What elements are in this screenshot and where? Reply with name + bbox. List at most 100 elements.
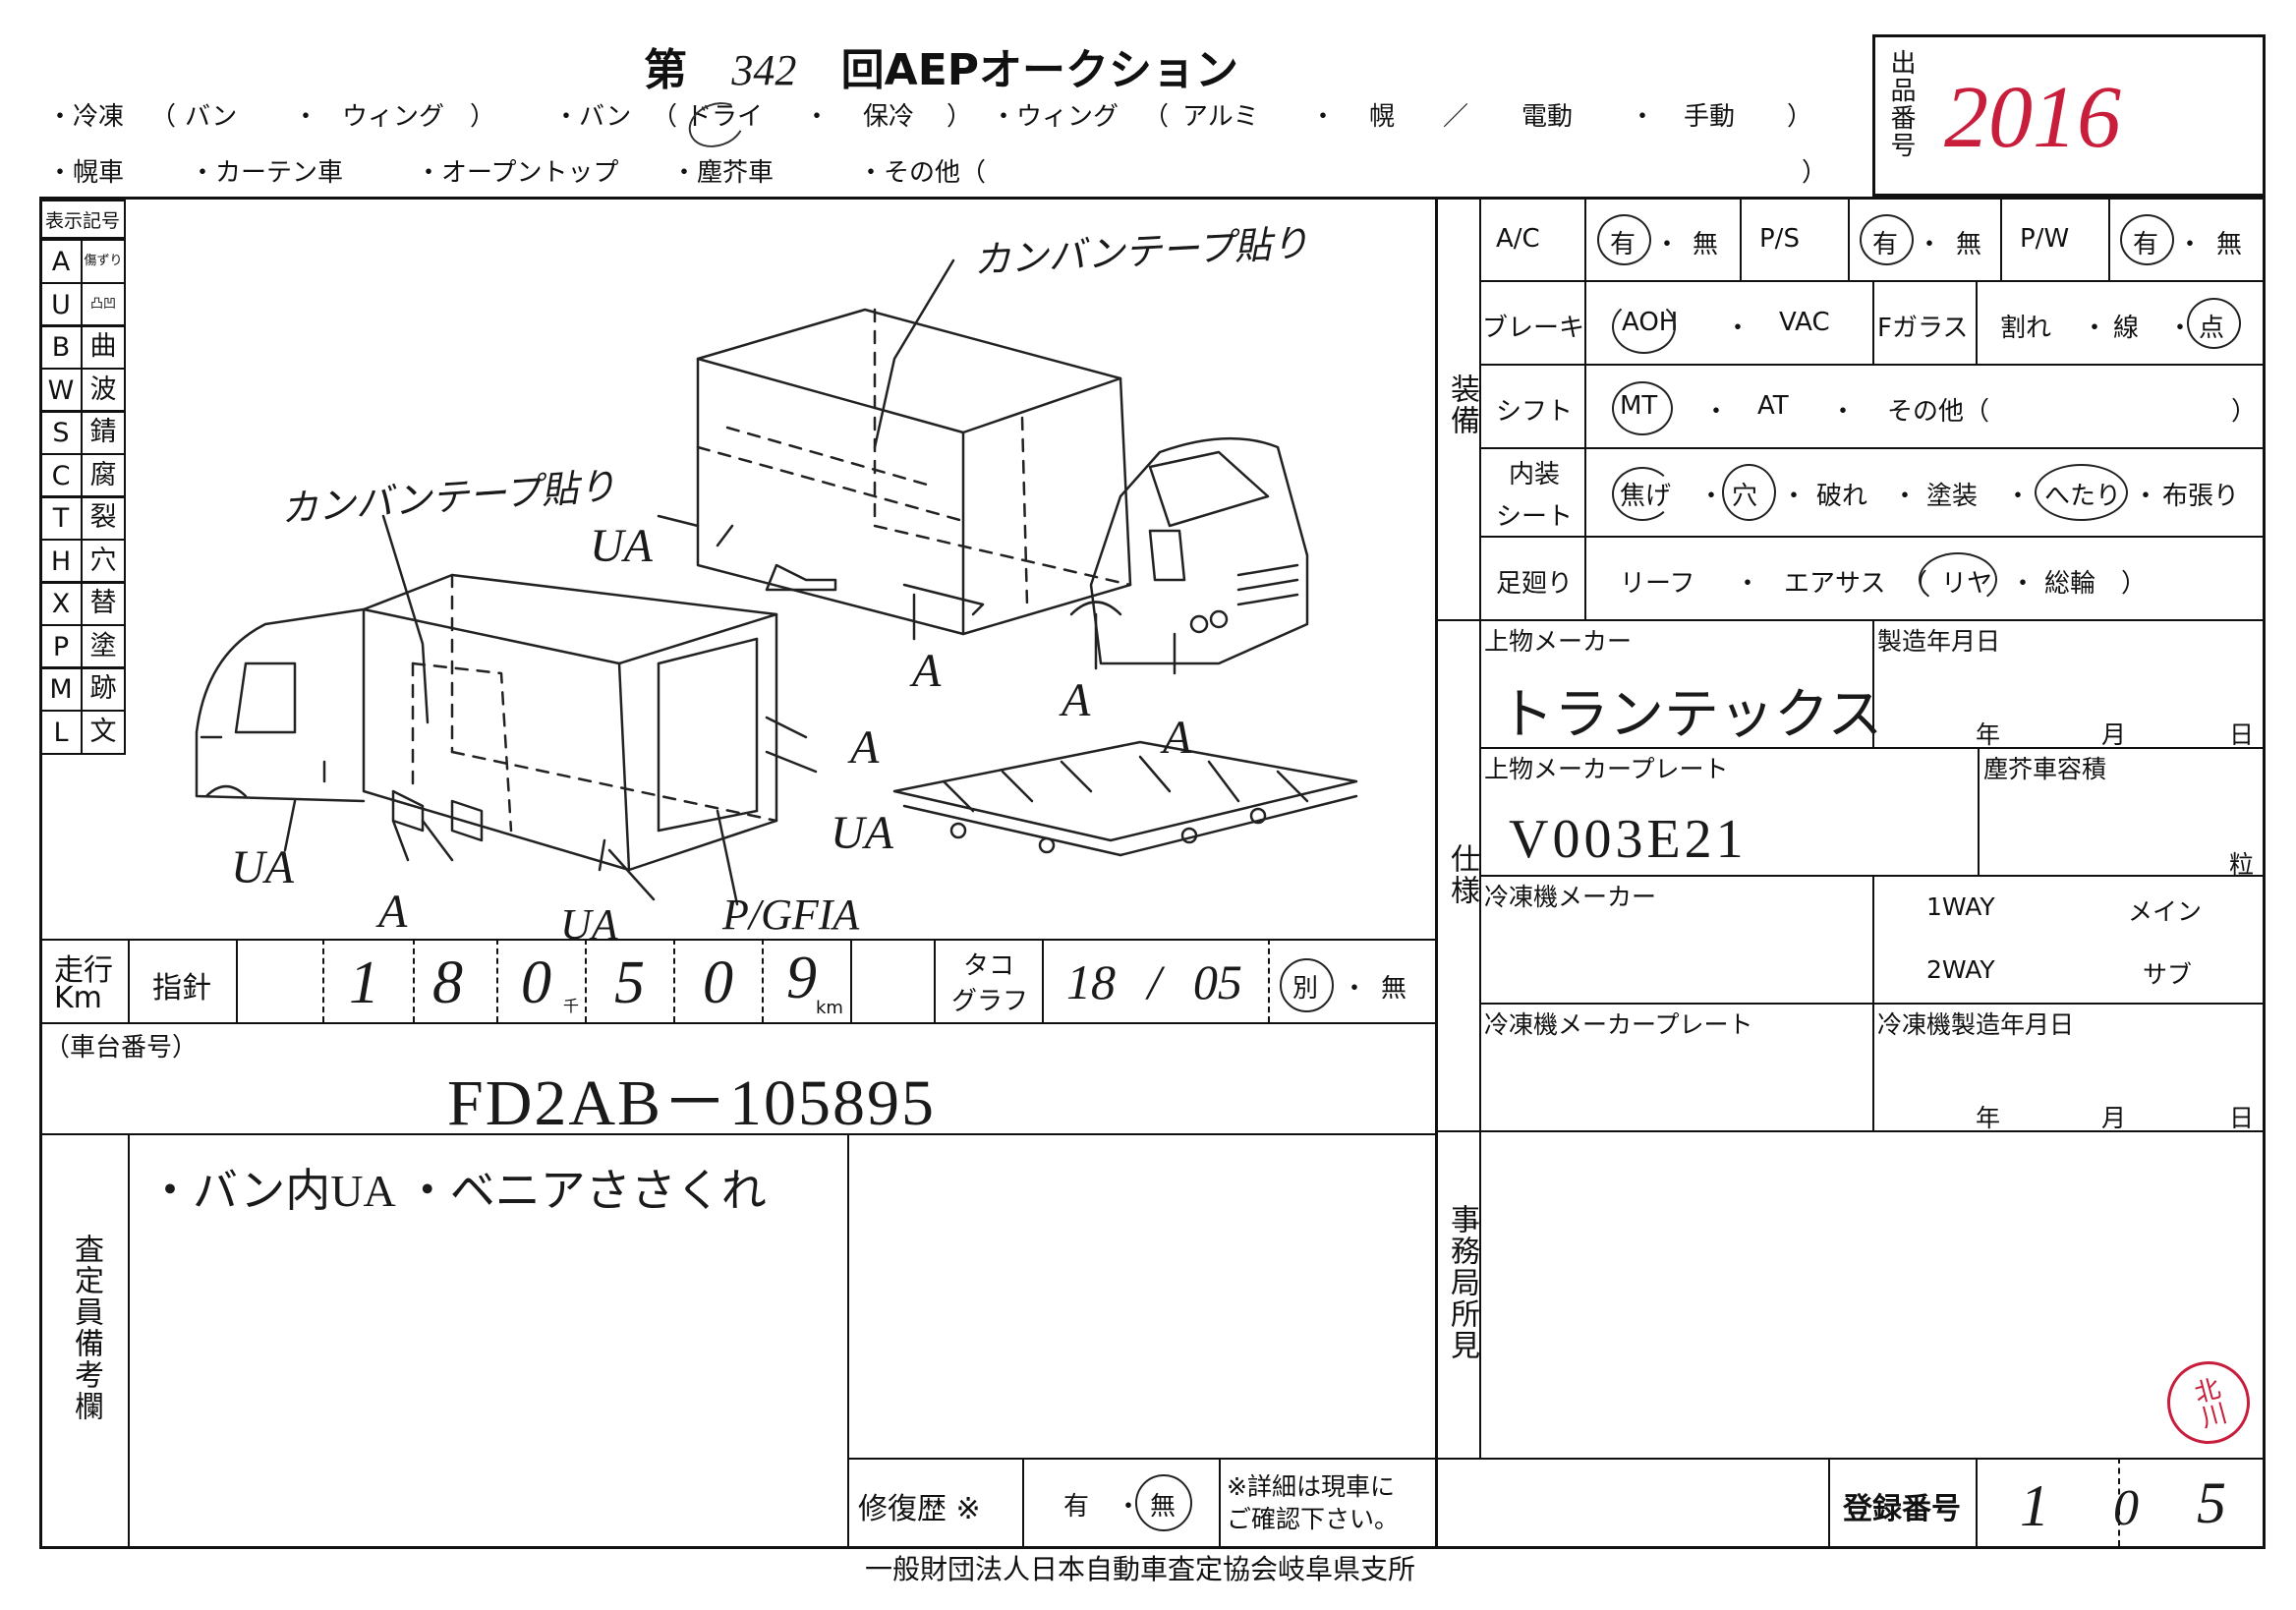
registration-digit-1: 1 xyxy=(2020,1473,2049,1538)
mark-ua-2: UA xyxy=(231,841,294,893)
remarks-label: 査定員備考欄 xyxy=(69,1234,103,1422)
legend-meaning-m: 跡 xyxy=(81,666,126,712)
mfg-year: 年 xyxy=(1976,720,2001,749)
vt-wing: ウィング xyxy=(342,102,445,132)
legend-meaning-l: 文 xyxy=(81,710,126,755)
legend-meaning-w: 波 xyxy=(81,368,126,413)
interior-burn-circle xyxy=(1612,467,1673,521)
vt-paren: ） xyxy=(947,102,973,132)
mark-a-2: A xyxy=(1062,674,1091,726)
vt-other: ・その他（ xyxy=(858,158,987,188)
sub-option: サブ xyxy=(2143,960,2193,989)
tacho-label-2: グラフ xyxy=(951,987,1029,1016)
repair-no-circle xyxy=(1135,1474,1192,1531)
garbage-volume-label: 塵芥車容積 xyxy=(1983,755,2107,783)
legend-meaning-b: 曲 xyxy=(81,324,126,370)
main-option: メイン xyxy=(2128,897,2203,926)
legend-meaning-p: 塗 xyxy=(81,624,126,669)
tacho-option-none: 無 xyxy=(1381,974,1407,1004)
brake-label: ブレーキ xyxy=(1482,314,1585,343)
shift-sep: ・ xyxy=(1703,397,1730,427)
seat-label: シート xyxy=(1496,502,1574,532)
vt-electric: 電動 xyxy=(1521,102,1574,132)
vt-paren: ） xyxy=(1802,158,1828,188)
vt-sep: ・ xyxy=(1630,102,1656,132)
interior-option-paint: 塗装 xyxy=(1926,482,1979,511)
vt-sep: ・ xyxy=(293,102,319,132)
ac-label: A/C xyxy=(1496,224,1540,254)
vt-sep: ・ xyxy=(1310,102,1337,132)
glass-chip-circle xyxy=(2187,298,2241,349)
legend-code-m: M xyxy=(39,666,83,712)
interior-sep: ・ xyxy=(1892,482,1919,511)
suspension-label: 足廻り xyxy=(1496,569,1574,599)
legend-meaning-u: 凸凹 xyxy=(81,282,126,327)
ps-yes-circle xyxy=(1860,214,1914,265)
legend-code-b: B xyxy=(39,324,83,370)
mark-ua-4: UA xyxy=(831,807,893,859)
tacho-separate-circle xyxy=(1280,958,1334,1012)
legend-code-c: C xyxy=(39,453,83,498)
mark-a-1: A xyxy=(912,645,942,697)
vt-van-type: ・バン xyxy=(553,102,632,132)
ac-sep: ・ xyxy=(1654,230,1681,259)
suspension-sep: ・ xyxy=(1735,569,1761,599)
legend-code-a: A xyxy=(39,239,83,284)
ref-date-label: 冷凍機製造年月日 xyxy=(1877,1010,2075,1039)
truck-lower xyxy=(195,514,818,906)
glass-sep: ・ xyxy=(2082,314,2108,343)
interior-sep: ・ xyxy=(2005,482,2032,511)
vt-refrigerated: ・冷凍 xyxy=(47,102,125,132)
interior-option-fabric: 布張り xyxy=(2162,482,2240,511)
vt-dry: ドライ xyxy=(686,102,764,132)
tacho-label-1: タコ xyxy=(963,951,1015,981)
interior-sep: ・ xyxy=(1781,482,1808,511)
legend-meaning-c: 腐 xyxy=(81,453,126,498)
vt-slash: ／ xyxy=(1443,102,1469,132)
registration-label: 登録番号 xyxy=(1843,1492,1961,1526)
repair-option-yes: 有 xyxy=(1063,1492,1090,1522)
mfg-date-label: 製造年月日 xyxy=(1877,627,2001,656)
pw-option-no: 無 xyxy=(2216,230,2243,259)
vt-paren: （ xyxy=(150,102,177,132)
legend-code-u: U xyxy=(39,282,83,327)
interior-sag-circle xyxy=(2035,464,2128,521)
repair-history-label: 修復歴 ※ xyxy=(858,1492,981,1526)
interior-sep: ・ xyxy=(1698,482,1725,511)
truck-upper xyxy=(657,259,1309,675)
mileage-digit-1: 1 xyxy=(349,949,379,1016)
mfg-day: 日 xyxy=(2229,720,2255,749)
registration-digit-2: 0 xyxy=(2113,1480,2139,1536)
ref-plate-label: 冷凍機メーカープレート xyxy=(1484,1010,1753,1039)
ref-maker-label: 冷凍機メーカー xyxy=(1484,883,1657,911)
ref-day: 日 xyxy=(2229,1104,2255,1132)
chassis-number-value: FD2AB－105895 xyxy=(447,1067,937,1139)
interior-option-tear: 破れ xyxy=(1816,482,1868,511)
legend-code-w: W xyxy=(39,368,83,413)
shift-sep: ・ xyxy=(1830,397,1857,427)
stamp-text: 北川 xyxy=(2187,1374,2229,1432)
pw-yes-circle xyxy=(2120,214,2174,265)
brake-sep: ・ xyxy=(1725,314,1751,343)
vt-manual: 手動 xyxy=(1684,102,1736,132)
vt-van: バン xyxy=(185,102,238,132)
mark-ua-1: UA xyxy=(590,520,653,572)
mileage-label: 走行 xyxy=(54,953,113,988)
spec-label: 仕様 xyxy=(1445,843,1479,906)
vt-curtain: ・カーテン車 xyxy=(190,158,344,188)
suspension-option-all: 総輪 xyxy=(2044,569,2096,599)
legend-meaning-s: 錆 xyxy=(81,410,126,455)
mileage-digit-3: 0 xyxy=(521,949,551,1016)
vehicle-type-row-1: ・冷凍 （ バン ・ ウィング ） ・バン （ ドライ ・ 保冷 ） ・ウィング… xyxy=(47,96,1836,136)
body-plate-value: V003E21 xyxy=(1509,809,1748,870)
mark-pgfia: P/GFIA xyxy=(722,891,860,939)
exhibit-number-box: 出品番号 2016 xyxy=(1872,34,2266,197)
interior-hole-circle xyxy=(1722,464,1776,521)
title-prefix: 第 xyxy=(644,45,687,95)
brake-option-vac: VAC xyxy=(1779,308,1830,337)
suspension-close-paren: ） xyxy=(2121,569,2148,599)
mfg-month: 月 xyxy=(2101,720,2127,749)
shift-option-at: AT xyxy=(1757,391,1789,421)
glass-label: Fガラス xyxy=(1877,314,1969,343)
office-notes-label: 事務局所見 xyxy=(1445,1204,1479,1361)
